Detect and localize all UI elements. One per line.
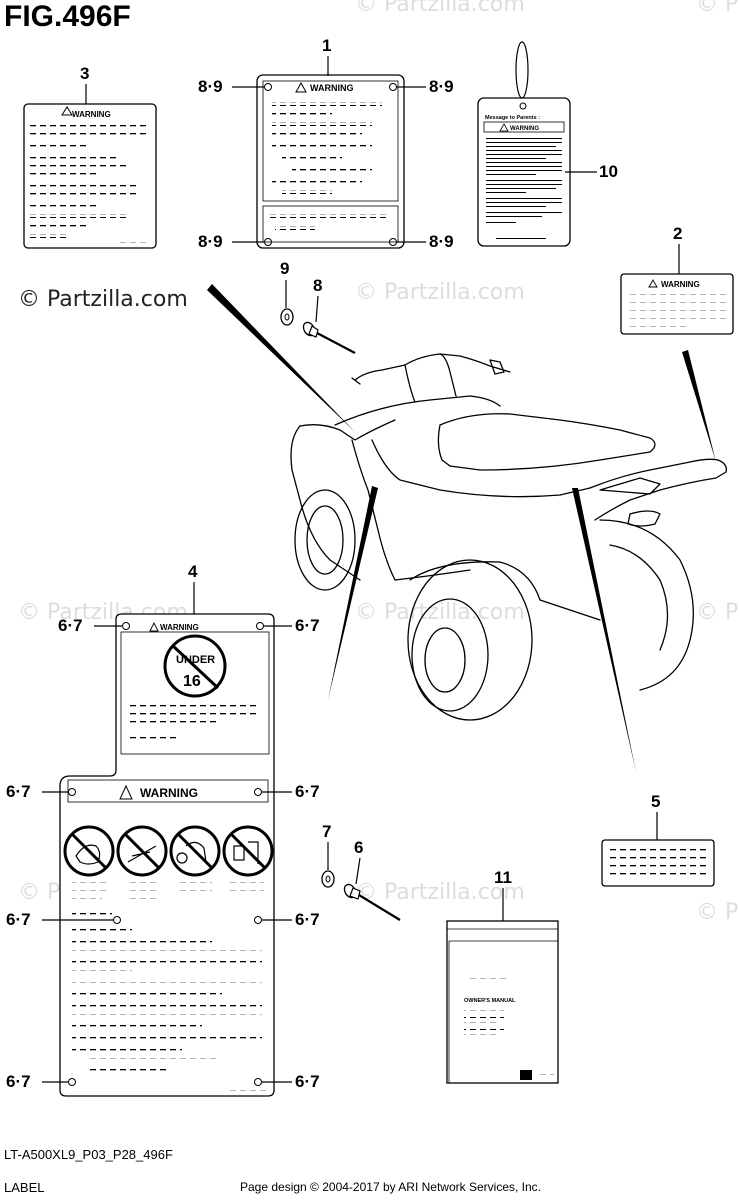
callout-8-9: 8·9 [198, 232, 223, 251]
washer-7 [321, 870, 335, 888]
label-10-message: Message to Parents : [485, 115, 540, 121]
callout-6-7: 6·7 [6, 910, 31, 929]
watermark: © P [696, 900, 739, 925]
label-4-under: UNDER [176, 654, 215, 666]
owners-manual-title: OWNER'S MANUAL [464, 998, 516, 1004]
callout-6: 6 [354, 838, 364, 857]
leader-1 [207, 284, 355, 432]
callout-6-7: 6·7 [295, 616, 320, 635]
callout-8-9: 8·9 [429, 232, 454, 251]
rivet-8 [302, 321, 356, 354]
callout-4: 4 [188, 562, 198, 581]
watermark: © P [696, 0, 739, 17]
leader-2 [682, 350, 716, 462]
watermark: © Partzilla.com [355, 0, 525, 17]
callout-8-9: 8·9 [198, 77, 223, 96]
watermark: © P [696, 600, 739, 625]
label-3-warning: WARNING [72, 110, 111, 119]
callout-8: 8 [313, 276, 323, 295]
figure-title: FIG.496F [4, 0, 131, 33]
callout-2: 2 [673, 224, 683, 243]
rivet-6 [343, 883, 401, 921]
callout-6-7: 6·7 [6, 1072, 31, 1091]
washer-9 [280, 308, 294, 326]
callout-11: 11 [494, 868, 512, 887]
label-4-warning: WARNING [140, 786, 198, 800]
callout-leaders [42, 56, 680, 1083]
callout-9: 9 [280, 259, 290, 278]
atv-illustration [290, 353, 727, 721]
label-4-age: 16 [183, 673, 201, 690]
callout-6-7: 6·7 [295, 910, 320, 929]
watermark: © Partzilla.com [355, 600, 525, 625]
figure-code: LT-A500XL9_P03_P28_496F [4, 1147, 173, 1162]
leader-4 [328, 486, 378, 700]
label-4 [59, 613, 275, 1097]
callout-6-7: 6·7 [58, 616, 83, 635]
label-5 [601, 839, 715, 887]
label-10 [477, 41, 571, 247]
label-10-warning: WARNING [510, 126, 539, 132]
label-3 [23, 103, 157, 249]
label-4-warning-top: WARNING [160, 623, 199, 632]
watermark-dark: © Partzilla.com [18, 287, 188, 312]
section-label: LABEL [4, 1180, 45, 1195]
callout-6-7: 6·7 [295, 782, 320, 801]
callout-3: 3 [80, 64, 90, 83]
leader-5 [572, 488, 636, 772]
callout-8-9: 8·9 [429, 77, 454, 96]
label-2-warning: WARNING [661, 280, 700, 289]
label-1-warning: WARNING [310, 83, 354, 93]
callout-6-7: 6·7 [295, 1072, 320, 1091]
copyright: Page design © 2004-2017 by ARI Network S… [240, 1180, 542, 1194]
callout-6-7: 6·7 [6, 782, 31, 801]
callout-1: 1 [322, 36, 332, 55]
callout-5: 5 [651, 792, 661, 811]
watermark: © Partzilla.com [355, 880, 525, 905]
watermark: © Partzilla.com [355, 280, 525, 305]
owners-manual-11 [446, 920, 559, 1084]
callout-10: 10 [599, 162, 618, 181]
callout-7: 7 [322, 822, 332, 841]
label-1 [256, 74, 405, 249]
label-2 [620, 273, 734, 335]
